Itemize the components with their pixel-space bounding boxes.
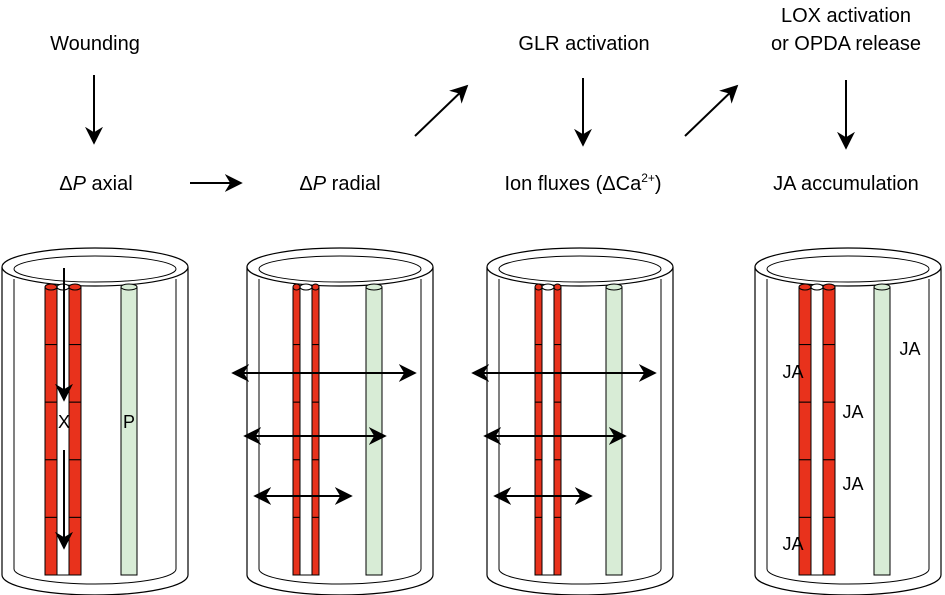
xylem-vessel-segment [822,459,836,518]
label-glr-activation: GLR activation [518,33,649,55]
xylem-vessel-segment [798,286,812,346]
xylem-vessel-cap [44,283,58,291]
xylem-vessel-segment [822,344,836,403]
cylinder-inner-wall [13,279,177,585]
xylem-vessel-segment [68,401,82,461]
xylem-vessel-segment [534,516,543,576]
xylem-vessel-segment [798,516,812,576]
label-ja-accumulation: JA accumulation [773,173,919,195]
ja-label: JA [782,534,803,554]
ja-label: JA [842,402,863,422]
xylem-label: X [58,412,70,432]
xylem-vessel-cap [311,283,320,291]
xylem-vessel-segment [534,401,543,461]
cylinder-inner-rim [498,255,662,283]
phloem-tube [873,286,891,576]
xylem-vessel-segment [553,401,562,461]
xylem-vessel-segment [44,459,58,518]
label-dp-radial: ΔP radial [299,173,380,195]
cylinder-inner-rim [766,255,930,283]
cylinder-3 [471,247,674,595]
xylem-central-vessel [541,286,555,576]
arrow-ion-to-lox [684,84,739,137]
xylem-vessel-segment [534,286,543,346]
xylem-vessel-segment [292,516,301,576]
cylinder-inner-wall [766,279,930,585]
xylem-central-vessel [810,286,824,576]
xylem-vessel-cap [798,283,812,291]
xylem-vessel-cap [68,283,82,291]
ja-label: JA [782,362,803,382]
xylem-vessel-segment [68,459,82,518]
xylem-central-vessel-cap [299,283,313,291]
xylem-central-vessel-cap [810,283,824,291]
xylem-vessel-segment [292,401,301,461]
label-ion-fluxes: Ion fluxes (ΔCa2+) [504,171,661,195]
xylem-central-vessel [299,286,313,576]
xylem-vessel-segment [798,401,812,461]
label-lox-activation: LOX activation [781,5,911,27]
xylem-vessel-segment [311,459,320,518]
xylem-vessel-segment [68,516,82,576]
phloem-tube-cap [365,283,383,291]
xylem-vessel-cap [822,283,836,291]
xylem-vessel-segment [553,286,562,346]
xylem-vessel-segment [311,286,320,346]
cylinder-2 [231,247,434,595]
xylem-vessel-cap [292,283,301,291]
phloem-label: P [123,412,135,432]
cylinder-outer-wall [486,267,674,595]
xylem-vessel-segment [798,459,812,518]
xylem-vessel-segment [311,401,320,461]
xylem-vessel-segment [534,459,543,518]
cylinder-outer-wall [246,267,434,595]
xylem-vessel-cap [534,283,543,291]
cylinder-inner-rim [13,255,177,283]
label-opda-release: or OPDA release [771,33,921,55]
label-dp-axial: ΔP axial [59,173,132,195]
phloem-tube-cap [120,283,138,291]
cylinder-inner-wall [258,279,422,585]
xylem-vessel-segment [44,401,58,461]
arrow-radial-to-glr [414,84,469,137]
ja-label: JA [842,474,863,494]
ja-label: JA [899,339,920,359]
xylem-vessel-segment [68,286,82,346]
xylem-vessel-segment [44,286,58,346]
xylem-vessel-segment [292,286,301,346]
xylem-vessel-segment [292,459,301,518]
xylem-vessel-segment [311,516,320,576]
xylem-vessel-segment [822,286,836,346]
label-wounding: Wounding [50,33,140,55]
cylinder-inner-wall [498,279,662,585]
phloem-tube-cap [873,283,891,291]
phloem-tube-cap [605,283,623,291]
xylem-central-vessel-cap [541,283,555,291]
phloem-tube [365,286,383,576]
xylem-vessel-segment [68,344,82,403]
xylem-vessel-segment [822,516,836,576]
xylem-vessel-segment [44,344,58,403]
xylem-vessel-segment [553,516,562,576]
xylem-vessel-segment [553,459,562,518]
xylem-vessel-segment [822,401,836,461]
xylem-vessel-cap [553,283,562,291]
xylem-vessel-segment [44,516,58,576]
cylinder-4: JA JA JA JA JA [754,247,942,595]
cylinder-inner-rim [258,255,422,283]
cylinder-outer-wall [1,267,189,595]
phloem-tube [605,286,623,576]
